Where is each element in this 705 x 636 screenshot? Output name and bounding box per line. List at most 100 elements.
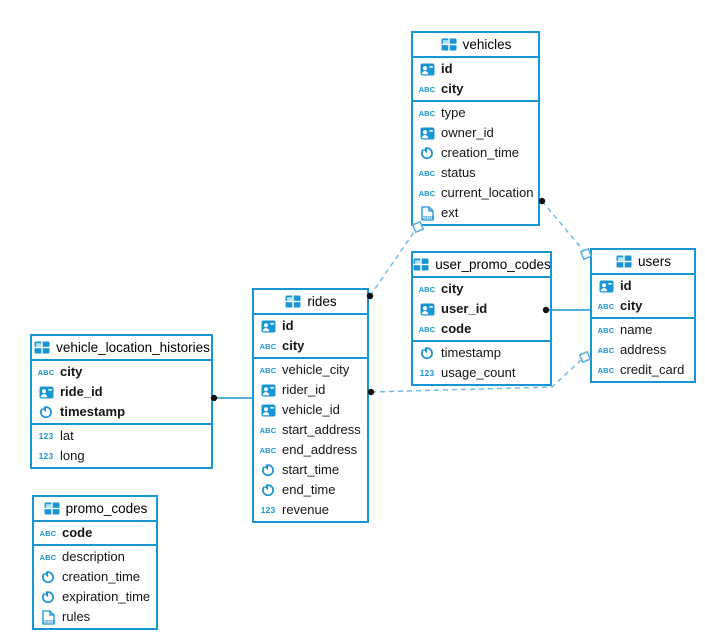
abc-text-icon: ABC bbox=[39, 528, 57, 538]
abc-text-icon: ABC bbox=[418, 84, 436, 94]
table-vehicle_location_histories[interactable]: vehicle_location_histories ABC city ride… bbox=[30, 334, 213, 469]
table-vehicles[interactable]: vehicles id ABC city ABC type owner_id c… bbox=[411, 31, 540, 226]
fields-section: ABC name ABC address ABC credit_card bbox=[592, 319, 694, 381]
table-name: user_promo_codes bbox=[435, 257, 551, 272]
number-icon: 123 bbox=[38, 451, 54, 461]
table-user_promo_codes[interactable]: user_promo_codes ABC city user_id ABC co… bbox=[411, 251, 552, 386]
column-vehicles-current_location[interactable]: ABC current_location bbox=[418, 185, 534, 200]
column-user_promo_codes-code[interactable]: ABC code bbox=[418, 321, 472, 336]
column-rides-vehicle_city[interactable]: ABC vehicle_city bbox=[259, 362, 350, 377]
primary-key-section: id ABC city bbox=[413, 58, 538, 102]
column-users-id[interactable]: id bbox=[592, 276, 694, 296]
column-vehicle_location_histories-lat[interactable]: 123 lat bbox=[38, 428, 74, 443]
svg-text:JSON: JSON bbox=[43, 619, 55, 624]
table-rides[interactable]: rides id ABC city ABC vehicle_city rider… bbox=[252, 288, 369, 523]
abc-text-icon: ABC bbox=[597, 301, 615, 311]
column-vehicles-ext[interactable]: JSON ext bbox=[413, 203, 538, 223]
table-name: vehicle_location_histories bbox=[56, 340, 210, 355]
json-icon: JSON bbox=[39, 609, 57, 625]
id-badge-icon bbox=[418, 303, 436, 316]
column-promo_codes-expiration_time[interactable]: expiration_time bbox=[34, 587, 156, 607]
clock-icon bbox=[37, 405, 55, 419]
table-name: users bbox=[637, 254, 671, 269]
table-users[interactable]: users id ABC city ABC name ABC address A… bbox=[590, 248, 696, 383]
abc-text-icon: ABC bbox=[259, 365, 277, 375]
clock-icon bbox=[39, 570, 57, 584]
column-vehicles-creation_time[interactable]: creation_time bbox=[413, 143, 538, 163]
id-badge-icon bbox=[418, 127, 436, 140]
column-rides-id[interactable]: id bbox=[254, 316, 367, 336]
column-rides-revenue[interactable]: 123 revenue bbox=[260, 502, 329, 517]
column-rides-rider_id[interactable]: rider_id bbox=[254, 380, 367, 400]
fields-section: ABC vehicle_city rider_id vehicle_id ABC… bbox=[254, 359, 367, 521]
column-rides-city[interactable]: ABC city bbox=[259, 338, 305, 353]
column-users-address[interactable]: ABC address bbox=[597, 342, 667, 357]
column-vehicles-id[interactable]: id bbox=[413, 59, 538, 79]
id-badge-icon bbox=[597, 280, 615, 293]
clock-icon bbox=[418, 346, 436, 360]
relation-line-vehicles-to-users bbox=[541, 200, 584, 251]
column-rides-end_address[interactable]: ABC end_address bbox=[259, 442, 358, 457]
table-header[interactable]: vehicles bbox=[413, 33, 538, 58]
column-rides-start_time[interactable]: start_time bbox=[254, 460, 367, 480]
column-users-credit_card[interactable]: ABC credit_card bbox=[597, 362, 685, 377]
clock-icon bbox=[259, 463, 277, 477]
clock-icon bbox=[39, 590, 57, 604]
clock-icon bbox=[259, 483, 277, 497]
table-header[interactable]: users bbox=[592, 250, 694, 275]
column-rides-start_address[interactable]: ABC start_address bbox=[259, 422, 361, 437]
table-name: vehicles bbox=[462, 37, 512, 52]
table-header[interactable]: promo_codes bbox=[34, 497, 156, 522]
table-icon bbox=[284, 295, 302, 308]
table-promo_codes[interactable]: promo_codes ABC code ABC description cre… bbox=[32, 495, 158, 630]
abc-text-icon: ABC bbox=[597, 345, 615, 355]
relation-line-rides-to-vehicles bbox=[369, 231, 415, 297]
abc-text-icon: ABC bbox=[39, 552, 57, 562]
abc-text-icon: ABC bbox=[597, 365, 615, 375]
table-header[interactable]: rides bbox=[254, 290, 367, 315]
column-vehicles-status[interactable]: ABC status bbox=[418, 165, 476, 180]
column-promo_codes-creation_time[interactable]: creation_time bbox=[34, 567, 156, 587]
fields-section: timestamp 123 usage_count bbox=[413, 342, 550, 384]
id-badge-icon bbox=[259, 320, 277, 333]
table-icon bbox=[33, 341, 51, 354]
column-rides-end_time[interactable]: end_time bbox=[254, 480, 367, 500]
column-vehicles-city[interactable]: ABC city bbox=[418, 81, 464, 96]
column-user_promo_codes-user_id[interactable]: user_id bbox=[413, 299, 550, 319]
column-promo_codes-description[interactable]: ABC description bbox=[39, 549, 125, 564]
primary-key-section: id ABC city bbox=[254, 315, 367, 359]
json-icon: JSON bbox=[418, 205, 436, 221]
table-name: rides bbox=[307, 294, 337, 309]
relation-diamond-end bbox=[578, 350, 592, 364]
column-promo_codes-rules[interactable]: JSON rules bbox=[34, 607, 156, 627]
primary-key-section: ABC city ride_id timestamp bbox=[32, 361, 211, 425]
abc-text-icon: ABC bbox=[259, 445, 277, 455]
column-users-city[interactable]: ABC city bbox=[597, 298, 643, 313]
column-promo_codes-code[interactable]: ABC code bbox=[39, 525, 93, 540]
svg-text:JSON: JSON bbox=[422, 215, 434, 220]
column-vehicles-type[interactable]: ABC type bbox=[418, 105, 466, 120]
fields-section: ABC description creation_time expiration… bbox=[34, 546, 156, 628]
table-icon bbox=[412, 258, 430, 271]
column-vehicle_location_histories-long[interactable]: 123 long bbox=[38, 448, 85, 463]
abc-text-icon: ABC bbox=[597, 325, 615, 335]
column-user_promo_codes-city[interactable]: ABC city bbox=[418, 281, 464, 296]
abc-text-icon: ABC bbox=[418, 324, 436, 334]
column-users-name[interactable]: ABC name bbox=[597, 322, 653, 337]
table-name: promo_codes bbox=[65, 501, 148, 516]
fields-section: ABC type owner_id creation_time ABC stat… bbox=[413, 102, 538, 224]
table-header[interactable]: user_promo_codes bbox=[412, 253, 551, 278]
column-user_promo_codes-usage_count[interactable]: 123 usage_count bbox=[419, 365, 516, 380]
column-vehicles-owner_id[interactable]: owner_id bbox=[413, 123, 538, 143]
column-rides-vehicle_id[interactable]: vehicle_id bbox=[254, 400, 367, 420]
column-vehicle_location_histories-timestamp[interactable]: timestamp bbox=[32, 402, 211, 422]
abc-text-icon: ABC bbox=[37, 367, 55, 377]
clock-icon bbox=[418, 146, 436, 160]
column-user_promo_codes-timestamp[interactable]: timestamp bbox=[413, 343, 550, 363]
abc-text-icon: ABC bbox=[418, 188, 436, 198]
column-vehicle_location_histories-city[interactable]: ABC city bbox=[37, 364, 83, 379]
table-header[interactable]: vehicle_location_histories bbox=[32, 336, 211, 361]
column-vehicle_location_histories-ride_id[interactable]: ride_id bbox=[32, 382, 211, 402]
fields-section: 123 lat 123 long bbox=[32, 425, 211, 467]
